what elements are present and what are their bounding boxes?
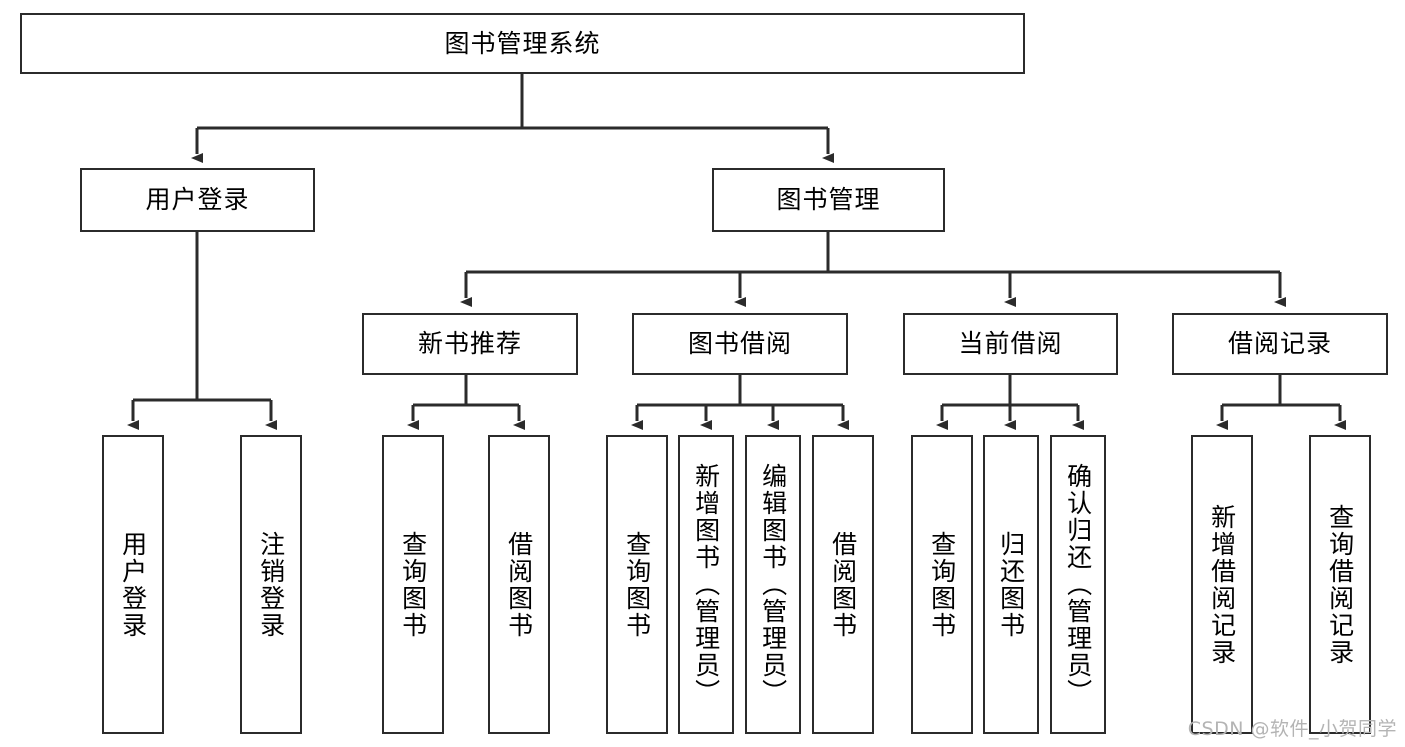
node-current-borrow[interactable]: 当前借阅 bbox=[903, 313, 1118, 375]
node-leaf-borrow-book-borrow[interactable]: 借阅图书 bbox=[812, 435, 874, 734]
node-label: 用户登录 bbox=[145, 185, 250, 215]
node-label: 新书推荐 bbox=[417, 329, 522, 359]
node-leaf-user-login[interactable]: 用户登录 bbox=[102, 435, 164, 734]
node-leaf-query-book-recommend[interactable]: 查询图书 bbox=[382, 435, 444, 734]
node-label: 借阅图书 bbox=[828, 530, 858, 639]
node-leaf-confirm-return-admin[interactable]: 确认归还（管理员） bbox=[1050, 435, 1106, 734]
node-leaf-query-book-current[interactable]: 查询图书 bbox=[911, 435, 973, 734]
node-leaf-query-book-borrow[interactable]: 查询图书 bbox=[606, 435, 668, 734]
node-label: 新增图书（管理员） bbox=[691, 463, 721, 706]
node-label: 用户登录 bbox=[118, 530, 148, 639]
node-label: 查询图书 bbox=[398, 530, 428, 639]
node-leaf-borrow-book-recommend[interactable]: 借阅图书 bbox=[488, 435, 550, 734]
node-label: 确认归还（管理员） bbox=[1063, 463, 1093, 706]
node-new-book-recommend[interactable]: 新书推荐 bbox=[362, 313, 578, 375]
node-label: 归还图书 bbox=[996, 530, 1026, 639]
node-leaf-logout-login[interactable]: 注销登录 bbox=[240, 435, 302, 734]
node-label: 借阅记录 bbox=[1227, 329, 1332, 359]
node-label: 查询借阅记录 bbox=[1325, 503, 1355, 666]
node-book-borrow[interactable]: 图书借阅 bbox=[632, 313, 848, 375]
csdn-watermark: CSDN @软件_小贺同学 bbox=[1187, 718, 1397, 740]
node-leaf-return-book[interactable]: 归还图书 bbox=[983, 435, 1039, 734]
node-label: 借阅图书 bbox=[504, 530, 534, 639]
node-leaf-edit-book-admin[interactable]: 编辑图书（管理员） bbox=[745, 435, 801, 734]
node-label: 当前借阅 bbox=[958, 329, 1063, 359]
node-label: 图书管理 bbox=[776, 185, 881, 215]
node-leaf-query-borrow-record[interactable]: 查询借阅记录 bbox=[1309, 435, 1371, 734]
node-book-management[interactable]: 图书管理 bbox=[712, 168, 945, 232]
node-root-book-management-system[interactable]: 图书管理系统 bbox=[20, 13, 1025, 74]
node-label: 新增借阅记录 bbox=[1207, 503, 1237, 666]
node-label: 注销登录 bbox=[256, 530, 286, 639]
node-leaf-add-book-admin[interactable]: 新增图书（管理员） bbox=[678, 435, 734, 734]
node-borrow-record[interactable]: 借阅记录 bbox=[1172, 313, 1388, 375]
node-user-login[interactable]: 用户登录 bbox=[80, 168, 315, 232]
node-label: 图书借阅 bbox=[687, 329, 792, 359]
node-leaf-add-borrow-record[interactable]: 新增借阅记录 bbox=[1191, 435, 1253, 734]
node-label: 图书管理系统 bbox=[444, 28, 601, 58]
node-label: 查询图书 bbox=[622, 530, 652, 639]
node-label: 查询图书 bbox=[927, 530, 957, 639]
node-label: 编辑图书（管理员） bbox=[758, 463, 788, 706]
